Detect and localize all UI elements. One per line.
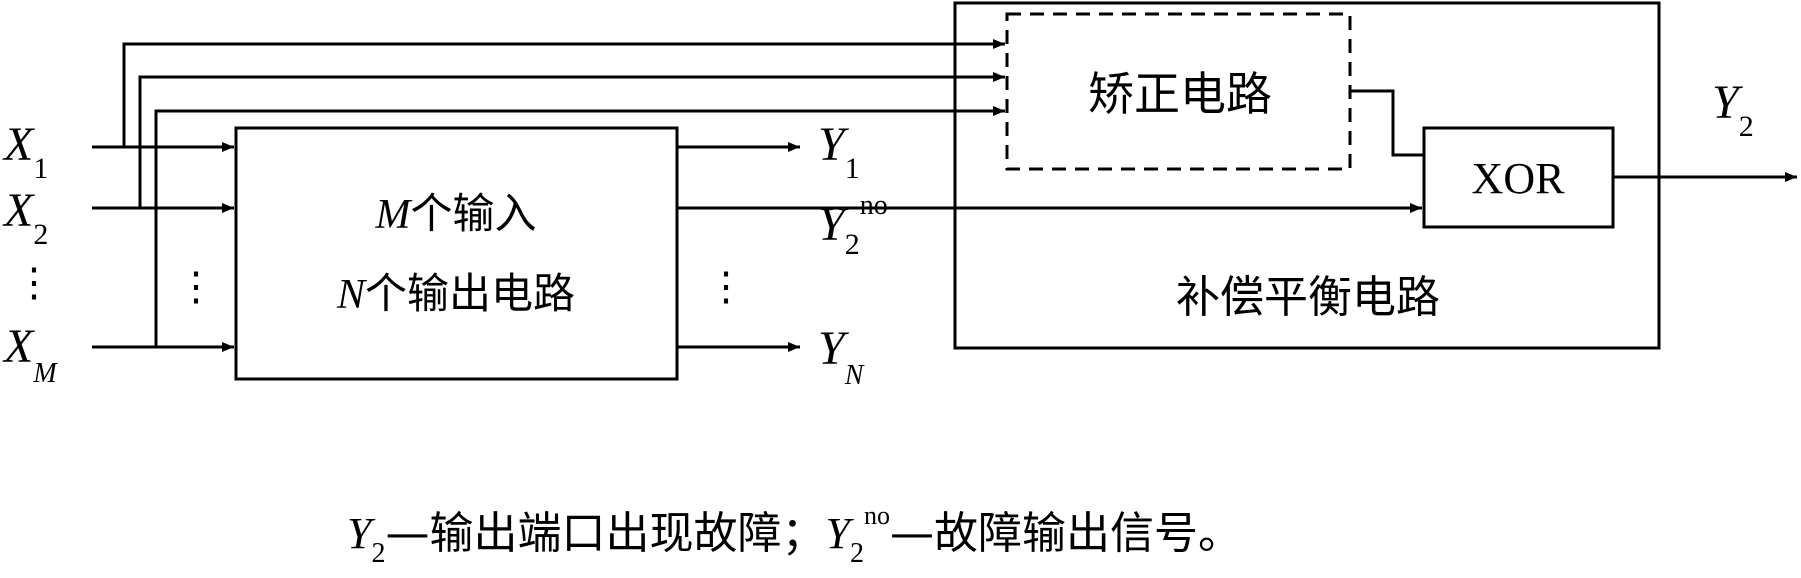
x1-to-correction-wire: [122, 39, 1005, 147]
x2-to-correction-wire: [138, 72, 1005, 208]
input-label-xm: XM: [2, 320, 58, 389]
final-output-label-y2: Y2: [1712, 76, 1754, 143]
main-circuit-line2: N个输出电路: [336, 269, 575, 318]
xor-gate-label: XOR: [1472, 154, 1566, 203]
output-label-y2no: Y2no: [818, 190, 888, 261]
main-circuit-line1: M个输入: [374, 189, 536, 238]
correction-to-xor-wire: [1350, 89, 1424, 157]
output-ellipsis: ⋮: [706, 264, 746, 309]
xm-to-correction-wire: [154, 106, 1005, 347]
inner-input-ellipsis: ⋮: [176, 264, 216, 309]
input-label-x2: X2: [2, 184, 48, 251]
main-circuit-block: [234, 126, 679, 381]
xor-gate-block: [1422, 126, 1615, 229]
caption: Y2—输出端口出现故障；Y2no—故障输出信号。: [347, 501, 1242, 569]
output-label-yn: YN: [818, 322, 865, 391]
input-ellipsis: ⋮: [14, 260, 54, 305]
output-label-y1: Y1: [818, 118, 860, 185]
compensation-balance-circuit-label: 补偿平衡电路: [1176, 272, 1440, 323]
input-label-x1: X1: [2, 118, 48, 185]
correction-circuit-label: 矫正电路: [1088, 67, 1272, 121]
